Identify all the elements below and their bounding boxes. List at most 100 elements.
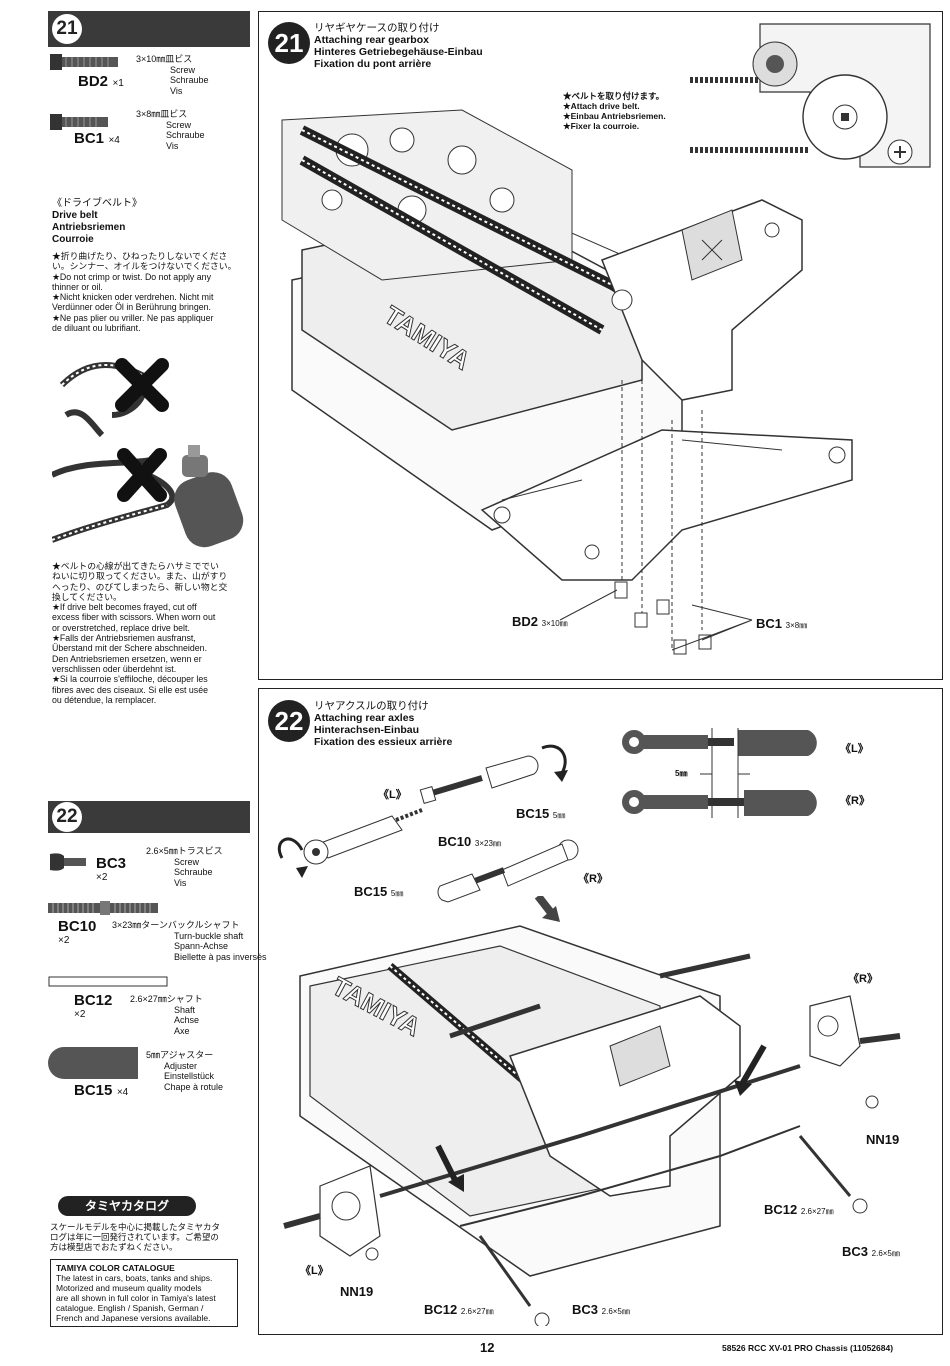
title-de: Hinteres Getriebegehäuse-Einbau [314,46,483,58]
part-size: 3×8㎜皿ビス [136,109,188,119]
title-jp: リヤギヤケースの取り付け [314,22,440,34]
nn19-right-label: NN19 [866,1132,899,1147]
title-en: Attaching rear axles [314,712,415,724]
title-jp: リヤアクスルの取り付け [314,700,429,712]
note-line: ねいに切り取ってください。また、山がすり [52,571,228,582]
bd2-label: BD2 3×10㎜ [512,614,568,629]
catalog-line: Motorized and museum quality models [56,1283,202,1293]
part-name-de: Schraube [174,867,213,877]
step21-title: リヤギヤケースの取り付け Attaching rear gearbox Hint… [314,22,483,70]
step22-chassis-drawing: TAMIYA [283,896,901,1326]
belt-pulley-inset [690,23,931,168]
part-name-en: Shaft [174,1004,196,1015]
belt-title-de: Antriebsriemen [52,222,126,233]
part-qty: ×4 [116,1087,129,1098]
turnbuckle-exploded-drawing [277,744,579,903]
bc3-size: 2.6×5㎜ [601,1307,630,1316]
belt-title: 《ドライブベルト》 Drive belt Antriebsriemen Cour… [52,198,142,246]
note-line: ★Do not crimp or twist. Do not apply any [52,271,211,282]
bc10-label: BC10 3×23㎜ [438,834,501,849]
bc12-code: BC12 [764,1202,798,1217]
part-name-en: Screw [166,119,192,130]
bc15-code: BC15 [354,884,388,899]
catalog-line: catalogue. English / Spanish, German / [56,1303,204,1313]
step22-side-number: 22 [52,802,82,832]
callout-en: ★Attach drive belt. [563,101,640,111]
note-line: Überstand mit der Schere abschneiden. [52,643,208,654]
nn19-left-label: NN19 [340,1284,373,1299]
part-qty: ×2 [58,935,70,946]
note-line: ★Falls der Antriebsriemen ausfranst, [52,633,196,644]
bc12-shaft-icon [48,976,168,987]
step22-panel [258,688,943,1335]
bc1-size: 3×8㎜ [785,621,808,630]
bc12-right-label: BC12 2.6×27㎜ [764,1202,834,1217]
bd2-part-desc: 3×10㎜皿ビス Screw Schraube Vis [136,54,209,96]
catalog-header-text: タミヤカタログ [84,1199,169,1213]
bc1-part-code: BC1 ×4 [74,130,120,148]
note-line: fibres avec des ciseaux. Si elle est usé… [52,684,208,695]
bc15-bottom-label: BC15 5㎜ [354,884,403,899]
bd2-size: 3×10㎜ [541,619,568,628]
step22-number: 22 [268,700,310,742]
exploded-L-label: 《L》 [378,789,407,801]
note-line: い。シンナー、オイルをつけないでください。 [52,261,237,272]
bc12-left-label: BC12 2.6×27㎜ [424,1302,494,1317]
part-name-de: Spann-Achse [174,941,229,951]
bc3-part-code: BC3 ×2 [96,855,126,883]
bc15-size: 5㎜ [390,889,404,898]
part-name-en: Screw [174,856,200,867]
note-line: ★Si la courroie s'effiloche, découper le… [52,674,208,685]
title-en: Attaching rear gearbox [314,34,429,46]
bc12-code: BC12 [424,1302,458,1317]
note-line: 換してください。 [52,591,122,602]
bc12-part-code: BC12 ×2 [74,992,112,1020]
part-size: 5㎜アジャスター [146,1050,214,1060]
asm-R-label: 《R》 [848,973,878,985]
belt-callout: ★ベルトを取り付けます。 ★Attach drive belt. ★Einbau… [563,91,666,131]
page-footer: 58526 RCC XV-01 PRO Chassis (11052684) [722,1343,894,1353]
belt-title-fr: Courroie [52,234,94,245]
note-line: ★折り曲げたり、ひねったりしないでくださ [52,251,228,261]
part-name-fr: Axe [174,1025,190,1036]
part-code: BC12 [74,992,113,1009]
part-name-fr: Vis [174,877,187,888]
step21-number: 21 [268,22,310,64]
nn19-code: NN19 [340,1284,374,1299]
part-size: 3×10㎜皿ビス [136,54,193,64]
part-name-de: Einstellstück [164,1071,215,1081]
bd2-code: BD2 [512,614,539,629]
part-name-de: Schraube [170,75,209,85]
catalog-box: TAMIYA COLOR CATALOGUE The latest in car… [50,1259,238,1327]
inset-L-label: 《L》 [840,743,869,755]
belt-notes-2: ★ベルトの心線が出てきたらハサミででい ねいに切り取ってください。また、山がすり… [52,561,252,705]
bc3-left-label: BC3 2.6×5㎜ [572,1302,630,1317]
catalog-line: are all shown in full color in Tamiya's … [56,1293,216,1303]
part-size: 2.6×27㎜シャフト [130,994,203,1004]
catalog-line: The latest in cars, boats, tanks and shi… [56,1273,213,1283]
bc1-part-desc: 3×8㎜皿ビス Screw Schraube Vis [136,109,205,151]
callout-jp: ★ベルトを取り付けます。 [563,91,665,101]
bc12-size: 2.6×27㎜ [460,1307,494,1316]
bc10-part-code: BC10 ×2 [58,918,96,946]
bc15-adjuster-icon [48,1047,138,1079]
note-line: Den Antriebsriemen ersetzen, wenn er [52,653,202,664]
callout-de: ★Einbau Antriebsriemen. [563,111,666,121]
belt-notes-1: ★折り曲げたり、ひねったりしないでくださ い。シンナー、オイルをつけないでくださ… [52,251,252,333]
callout-fr: ★Fixer la courroie. [563,121,640,131]
note-line: ★If drive belt becomes frayed, cut off [52,602,197,613]
catalog-jp-line: 方は模型店でおたずねください。 [50,1242,178,1252]
note-line: excess fiber with scissors. When worn ou… [52,612,216,623]
belt-title-jp: 《ドライブベルト》 [52,198,142,209]
bc15-top-label: BC15 5㎜ [516,806,565,821]
part-qty: ×1 [112,78,124,89]
part-qty: ×2 [96,872,108,883]
catalog-jp: スケールモデルを中心に掲載したタミヤカタ ログは年に一回発行されています。ご希望… [50,1222,250,1252]
dimension-label: 5㎜ [675,769,688,778]
bc3-screw-icon [50,853,86,871]
bc15-size: 5㎜ [552,811,566,820]
bc12-part-desc: 2.6×27㎜シャフト Shaft Achse Axe [130,994,203,1036]
note-line: de diluant ou lubrifiant. [52,323,141,334]
bc1-label: BC1 3×8㎜ [756,616,807,631]
catalog-header: タミヤカタログ [58,1196,196,1216]
